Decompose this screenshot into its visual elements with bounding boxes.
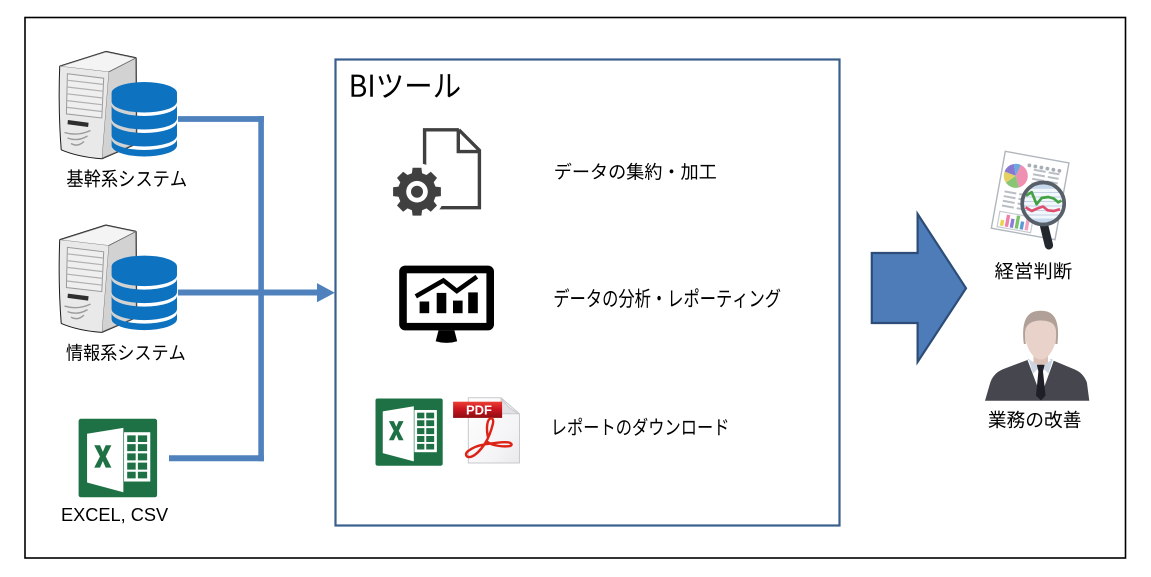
svg-text:EXCEL, CSV: EXCEL, CSV xyxy=(61,505,169,525)
svg-text:PDF: PDF xyxy=(466,403,492,418)
